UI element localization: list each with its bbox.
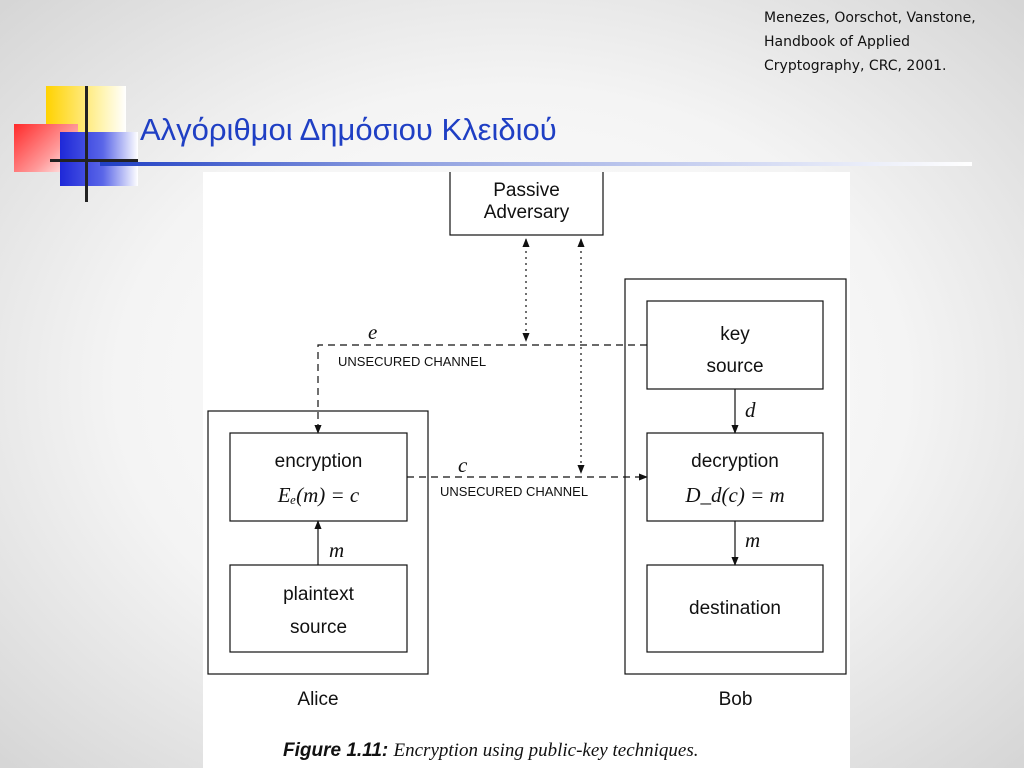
- bob-label: Bob: [718, 689, 753, 710]
- citation-line-3: Cryptography, CRC, 2001.: [764, 58, 947, 74]
- variable-m-bob: m: [745, 528, 761, 552]
- destination-label: destination: [689, 598, 781, 619]
- slide-title: Αλγόριθμοι Δημόσιου Κλειδιού: [140, 112, 557, 147]
- decryption-formula: D_d(c) = m: [685, 483, 785, 507]
- variable-c: c: [458, 453, 468, 477]
- figure-diagram: [207, 172, 847, 675]
- figure-caption-number: Figure 1.11:: [283, 740, 389, 761]
- encryption-label: encryption: [274, 451, 363, 472]
- public-key-encryption-figure: Passive Adversary key source encryption …: [203, 172, 850, 768]
- citation: Menezes, Oorschot, Vanstone, Handbook of…: [764, 6, 1019, 78]
- variable-e: e: [368, 320, 378, 344]
- key-source-label: key source: [647, 319, 823, 383]
- citation-line-2: Handbook of Applied: [764, 34, 911, 50]
- passive-adversary-label: Passive Adversary: [450, 180, 603, 224]
- key-source-line-1: key: [720, 324, 750, 345]
- plaintext-source-line-1: plaintext: [283, 584, 354, 605]
- key-source-line-2: source: [706, 356, 764, 377]
- public-key-channel-line: [314, 344, 647, 434]
- encryption-formula: Eₑ(m) = c: [277, 483, 360, 507]
- figure-caption-text: Encryption using public-key techniques.: [393, 740, 699, 761]
- passive-adversary-box: [449, 172, 604, 236]
- title-underline: [100, 162, 972, 166]
- figure-caption: Figure 1.11: Encryption using public-key…: [283, 740, 698, 762]
- decorative-vertical-line: [85, 86, 88, 202]
- unsecured-channel-top-label: UNSECURED CHANNEL: [338, 354, 487, 369]
- plaintext-source-line-2: source: [289, 617, 348, 638]
- decorative-horizontal-line: [50, 159, 138, 162]
- decryption-label: decryption: [691, 451, 779, 472]
- passive-adversary-line-2: Adversary: [483, 202, 570, 223]
- alice-outer-box: [207, 410, 429, 675]
- unsecured-channel-middle-label: UNSECURED CHANNEL: [440, 484, 589, 499]
- citation-line-1: Menezes, Oorschot, Vanstone,: [764, 10, 976, 26]
- variable-m-alice: m: [329, 538, 345, 562]
- variable-d: d: [745, 398, 756, 422]
- alice-label: Alice: [297, 689, 339, 710]
- plaintext-source-label: plaintext source: [230, 578, 407, 644]
- passive-adversary-line-1: Passive: [493, 180, 560, 201]
